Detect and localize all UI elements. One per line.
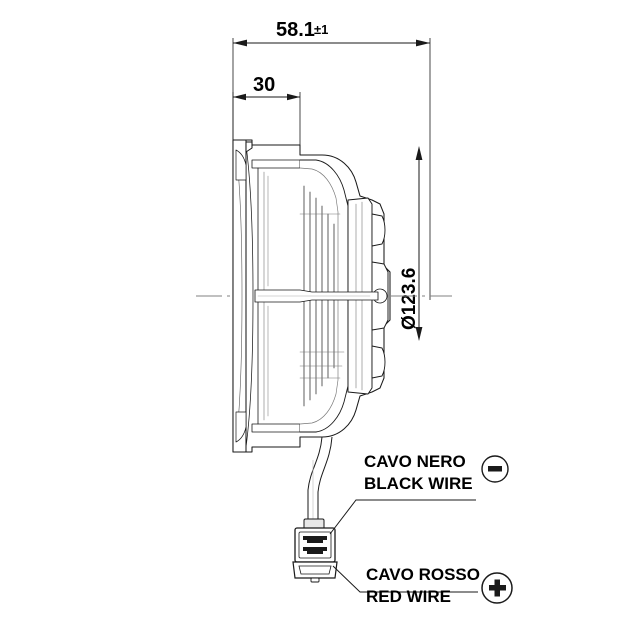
dimension-value-outer-diameter: Ø123.6 [399,268,420,330]
bottom-lens-corner-detail [235,411,247,443]
rear-cap-lower [371,345,386,379]
dimension-value-overall-depth: 58.1 [276,19,315,41]
minus-glyph [488,466,502,472]
housing-top-rail [251,159,301,169]
connector-inner-frame [298,531,332,559]
lens-inner-curvature-line [235,149,243,443]
cable-right-edge [317,436,333,524]
plus-circle-icon [481,572,513,604]
dimension-outer-diameter: Ø123.6 [399,146,423,341]
connector-latch-tab [310,577,320,583]
dimension-overall-depth: 58.1 ±1 [232,19,431,300]
black-wire-label-it: CAVO NERO [364,452,466,471]
red-wire-label-en: RED WIRE [366,587,451,606]
cable-left-edge [307,436,323,524]
callout-black-wire: CAVO NERO BLACK WIRE [329,452,509,535]
housing-bottom-rail [251,423,301,433]
connector-terminal-slot-2 [303,547,327,554]
arrowhead-left-icon [233,39,247,47]
arrowhead-right-icon [416,39,430,47]
leader-line-black-wire [329,499,476,535]
minus-circle-icon [481,455,509,483]
arrowhead-left-icon [233,93,246,101]
lens-front-face [232,139,247,453]
arrowhead-right-icon [287,93,300,101]
wire-harness [292,436,338,583]
top-tab [245,141,253,153]
dimension-value-front-depth: 30 [253,74,275,96]
rear-cap-upper [371,213,386,247]
connector-terminal-slot-1 [303,536,327,543]
arrowhead-bottom-icon [415,327,423,341]
connector-flange-inner [298,565,332,575]
red-wire-label-it: CAVO ROSSO [366,565,480,584]
black-wire-label-en: BLACK WIRE [364,474,473,493]
lens-curvature-line [245,144,254,448]
headlamp-side-profile [232,139,391,453]
plus-glyph-vertical [494,579,500,597]
callout-red-wire: CAVO ROSSO RED WIRE [332,565,513,606]
leader-line-red-wire [332,565,478,593]
dimension-tolerance-overall-depth: ±1 [314,22,328,37]
arrowhead-top-icon [415,146,423,160]
top-lens-corner-detail [235,149,247,181]
